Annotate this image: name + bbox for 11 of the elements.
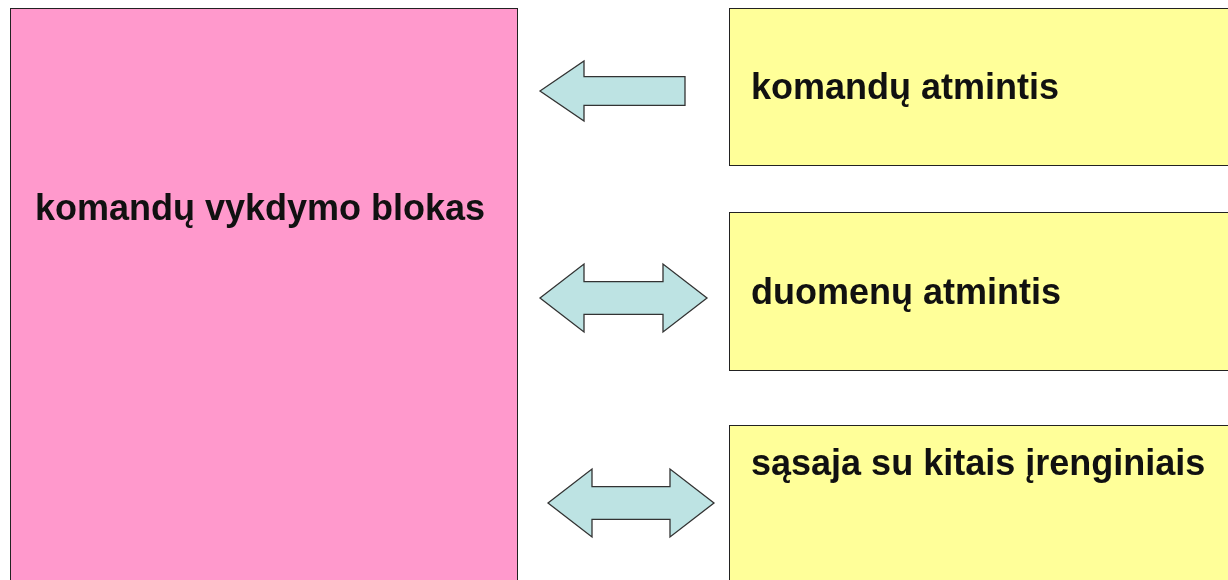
memory-box [729,8,1228,166]
memory-box [729,212,1228,371]
block-arrow [546,467,716,539]
box-label: komandų vykdymo blokas [35,186,487,230]
block-arrow [538,59,686,123]
processing-unit-box [10,8,518,580]
memory-box [729,425,1228,580]
box-label: sąsaja su kitais įrenginiais [751,441,1207,485]
box-label: duomenų atmintis [751,269,1062,314]
box-label: komandų atmintis [751,65,1061,109]
block-arrow [538,262,709,334]
